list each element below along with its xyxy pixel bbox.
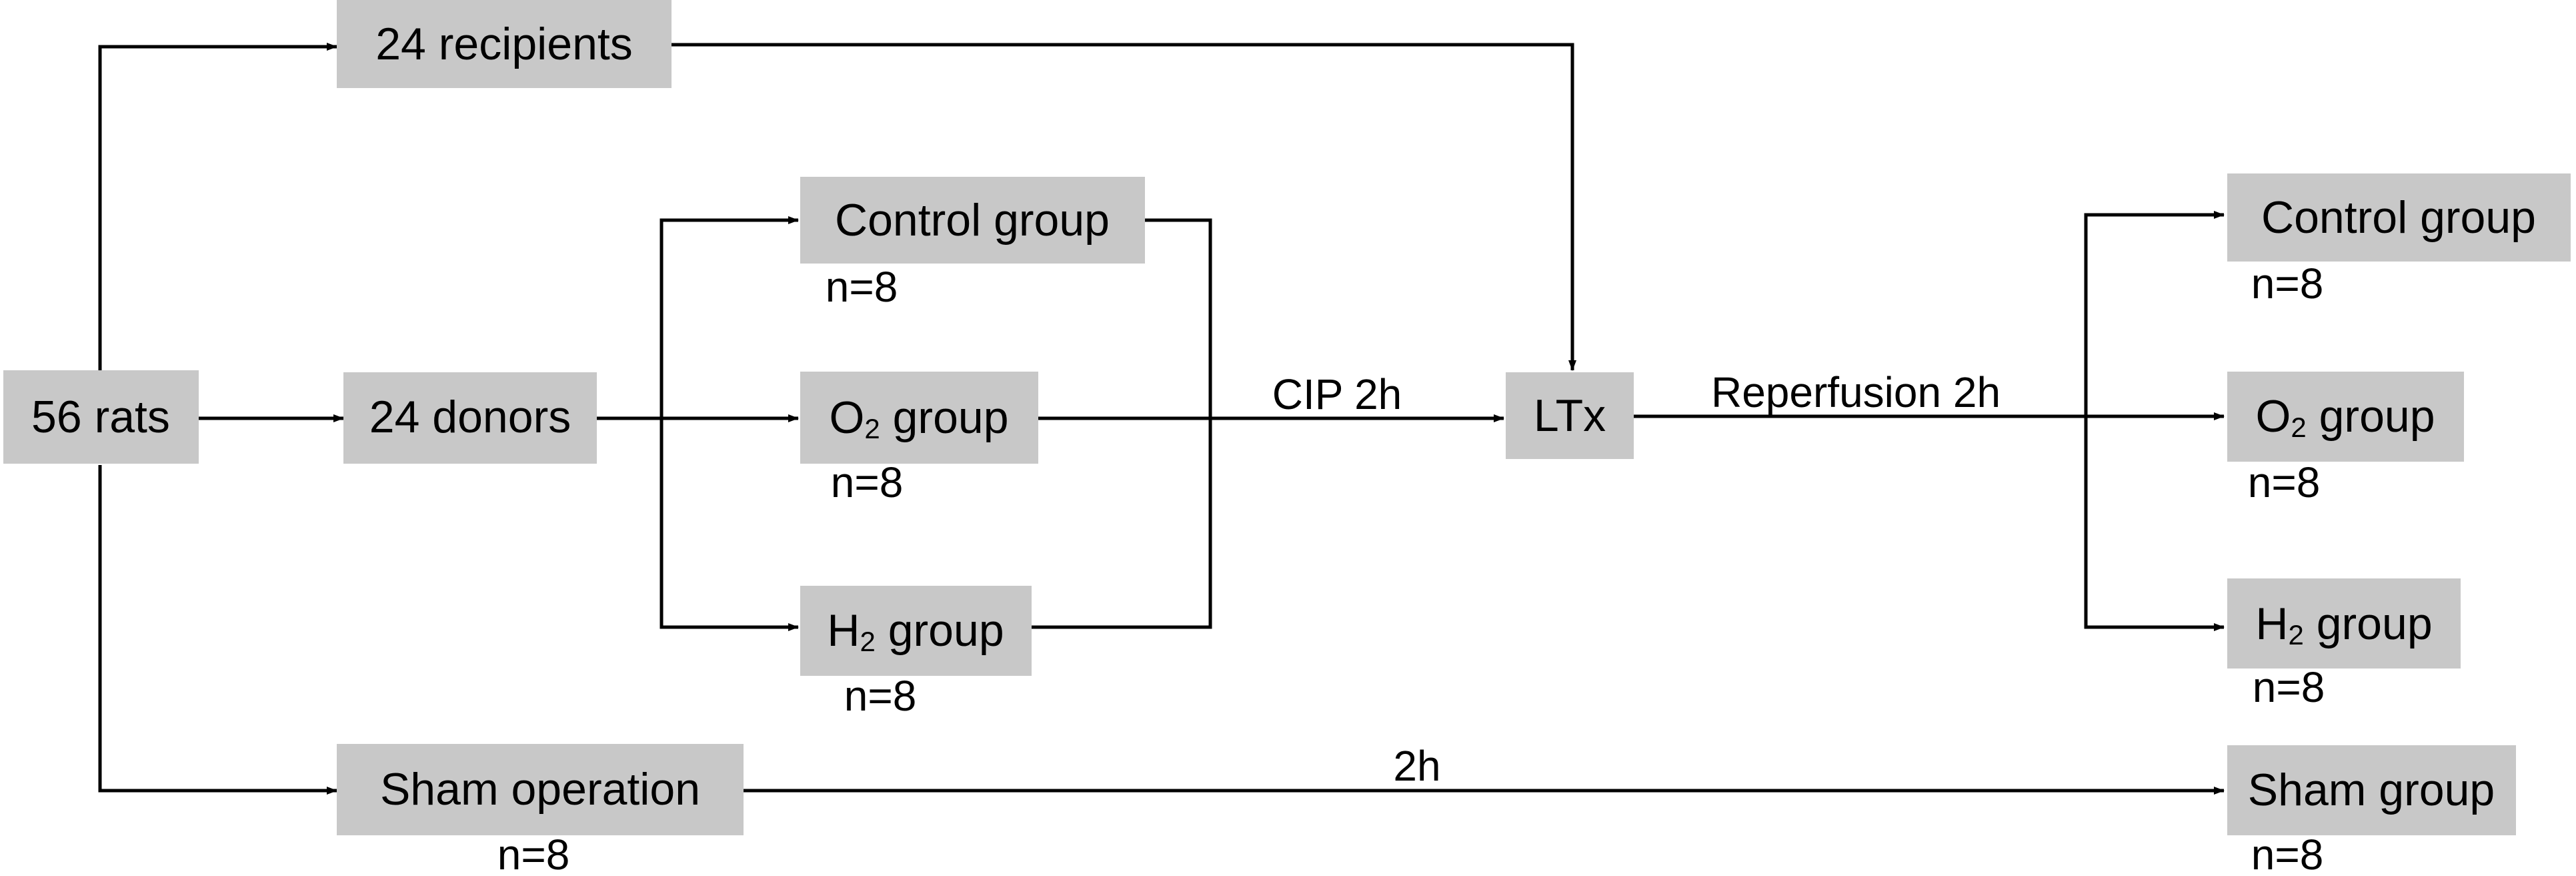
node-h2-group-right: H2 group n=8	[2227, 578, 2461, 711]
control-merge-line	[1032, 218, 1212, 629]
node-sham-group-count: n=8	[2251, 831, 2324, 876]
node-control-group-right: Control group n=8	[2227, 173, 2571, 308]
connectors	[98, 43, 2225, 795]
node-56-rats-label: 56 rats	[31, 392, 170, 442]
node-control-group-right-label: Control group	[2261, 192, 2536, 243]
rats-to-sham-arrow	[98, 465, 337, 795]
node-h2-group-right-label: H2 group	[2255, 598, 2432, 650]
edge-label-sham-time: 2h	[1393, 742, 1440, 790]
node-control-group-left: Control group n=8	[800, 177, 1145, 311]
node-o2-group-right-label: O2 group	[2255, 391, 2435, 443]
rats-to-recipients-arrow	[98, 43, 337, 370]
node-sham-group-label: Sham group	[2248, 765, 2495, 815]
node-sham-operation: Sham operation n=8	[337, 744, 744, 876]
node-sham-operation-label: Sham operation	[380, 764, 700, 815]
node-o2-group-left-count: n=8	[831, 458, 904, 506]
node-24-donors: 24 donors	[343, 372, 597, 464]
node-h2-group-left-count: n=8	[844, 672, 917, 720]
node-56-rats: 56 rats	[3, 370, 199, 464]
node-24-recipients-label: 24 recipients	[375, 19, 633, 69]
recipients-to-ltx-arrow	[672, 43, 1576, 371]
node-o2-group-right-count: n=8	[2248, 458, 2321, 506]
node-control-group-left-label: Control group	[835, 195, 1110, 246]
node-ltx: LTx	[1506, 372, 1634, 459]
edge-label-cip: CIP 2h	[1272, 370, 1402, 418]
node-control-group-right-count: n=8	[2251, 260, 2324, 308]
node-o2-group-right: O2 group n=8	[2227, 372, 2464, 506]
node-h2-group-right-count: n=8	[2253, 663, 2325, 711]
ltx-to-control-right-arrow	[2084, 211, 2225, 416]
node-sham-operation-count: n=8	[497, 831, 570, 876]
donors-to-h2-arrow	[660, 418, 799, 631]
node-24-recipients: 24 recipients	[337, 0, 672, 88]
node-o2-group-left-label: O2 group	[829, 392, 1008, 444]
node-ltx-label: LTx	[1534, 390, 1606, 441]
donors-to-control-arrow	[660, 216, 799, 418]
node-control-group-left-count: n=8	[826, 263, 898, 311]
node-sham-group: Sham group n=8	[2227, 745, 2516, 876]
node-24-donors-label: 24 donors	[369, 392, 571, 442]
node-o2-group-left: O2 group n=8	[800, 372, 1038, 506]
node-h2-group-left-label: H2 group	[827, 605, 1004, 657]
node-h2-group-left: H2 group n=8	[800, 586, 1032, 720]
ltx-to-h2-right-arrow	[2084, 416, 2225, 631]
edge-label-reperfusion: Reperfusion 2h	[1711, 368, 2001, 416]
